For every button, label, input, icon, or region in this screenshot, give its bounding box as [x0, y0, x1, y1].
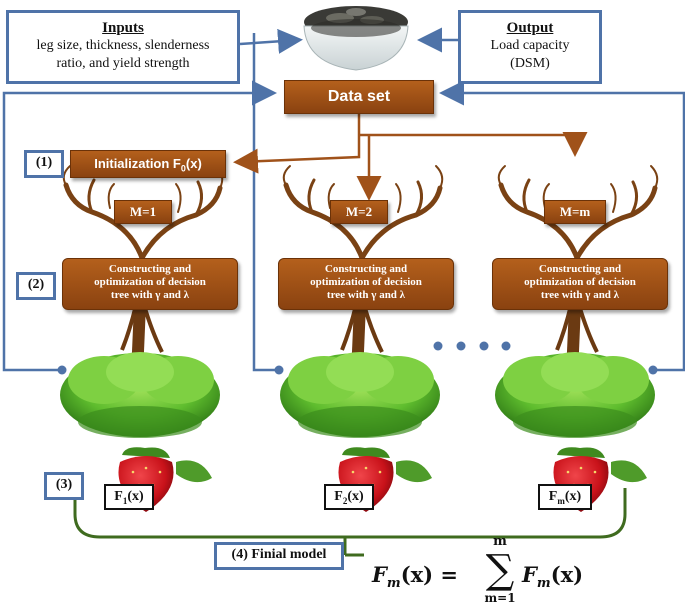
tree-m-f-sub: m — [557, 495, 565, 506]
formula-lhs-arg: (x) = — [400, 562, 458, 587]
tree-2-m-label: M=2 — [330, 200, 388, 224]
feedback-line-1 — [2, 80, 277, 372]
output-title: Output — [506, 20, 554, 36]
formula-rhs-arg: (x) — [550, 562, 584, 587]
feedback-line-m — [439, 80, 685, 372]
tree-2-construct-line-1: Constructing and — [324, 263, 408, 275]
tree-1-f-sub: 1 — [122, 495, 128, 506]
output-line-1: Load capacity — [490, 38, 570, 53]
tree-m-graphic — [495, 165, 659, 438]
final-model-bracket — [73, 488, 627, 539]
formula-lhs-sub: m — [386, 576, 401, 592]
init-sub: 0 — [180, 163, 186, 174]
tree-2-construct-box: Constructing and optimization of decisio… — [278, 258, 454, 310]
formula-rhs-f: F — [522, 562, 537, 587]
tree-2-construct-line-3: tree with γ and λ — [326, 289, 406, 301]
formula-lhs-f: F — [372, 562, 387, 587]
formula-lhs: Fm(x) = — [372, 562, 458, 597]
tree-2-construct-line-2: optimization of decision — [310, 276, 422, 288]
output-box: Output Load capacity (DSM) — [458, 10, 602, 84]
tree-m-construct-line-2: optimization of decision — [524, 276, 636, 288]
step-2-label: (2) — [16, 272, 56, 300]
tree-1-construct-line-1: Constructing and — [108, 263, 192, 275]
tree-1-m-label: M=1 — [114, 200, 172, 224]
formula-upper: m — [493, 534, 507, 549]
init-arg: (x) — [185, 156, 202, 171]
tree-m-f-base: F — [548, 489, 558, 504]
formula-rhs: Fm(x) — [522, 562, 583, 597]
tree-1-construct-box: Constructing and optimization of decisio… — [62, 258, 238, 310]
tree-1-f-label: F1(x) — [104, 484, 154, 510]
data-set-box: Data set — [284, 80, 434, 114]
tree-m-f-label: Fm(x) — [538, 484, 592, 510]
tree-m-m-label: M=m — [544, 200, 606, 224]
init-box: Initialization F0(x) — [70, 150, 226, 178]
inputs-title: Inputs — [102, 20, 144, 36]
inputs-box: Inputs leg size, thickness, slenderness … — [6, 10, 240, 84]
step-3-label: (3) — [44, 472, 84, 500]
arrow-to-init — [233, 108, 361, 174]
tree-m-construct-box: Constructing and optimization of decisio… — [492, 258, 668, 310]
inputs-arrow — [239, 28, 303, 54]
tree-2-f-sub: 2 — [342, 495, 348, 506]
arrow-to-tree-m — [359, 132, 588, 157]
tree-1-graphic — [60, 165, 224, 438]
inputs-line-2: ratio, and yield strength — [56, 56, 190, 71]
inputs-line-1: leg size, thickness, slenderness — [36, 38, 210, 53]
seed-bowl-icon — [303, 6, 409, 71]
step-4-label: (4) Finial model — [214, 542, 344, 570]
formula-lower: m=1 — [484, 591, 516, 605]
tree-m-construct-line-1: Constructing and — [538, 263, 622, 275]
output-line-2: (DSM) — [510, 56, 550, 71]
tree-2-f-arg: (x) — [347, 489, 364, 504]
tree-m-construct-line-3: tree with γ and λ — [540, 289, 620, 301]
tree-1-construct-line-3: tree with γ and λ — [110, 289, 190, 301]
formula-rhs-sub: m — [536, 576, 551, 592]
tree-2-f-base: F — [334, 489, 343, 504]
tree-2-graphic — [280, 165, 444, 438]
formula-sigma: ∑ — [485, 547, 515, 593]
step-1-label: (1) — [24, 150, 64, 178]
tree-1-f-base: F — [114, 489, 123, 504]
tree-1-construct-line-2: optimization of decision — [94, 276, 206, 288]
feedback-line-2 — [252, 33, 279, 372]
tree-m-f-arg: (x) — [564, 489, 582, 504]
tree-1-f-arg: (x) — [127, 489, 144, 504]
ellipsis-dots — [433, 341, 511, 351]
init-label: Initialization F — [94, 156, 181, 171]
tree-2-f-label: F2(x) — [324, 484, 374, 510]
